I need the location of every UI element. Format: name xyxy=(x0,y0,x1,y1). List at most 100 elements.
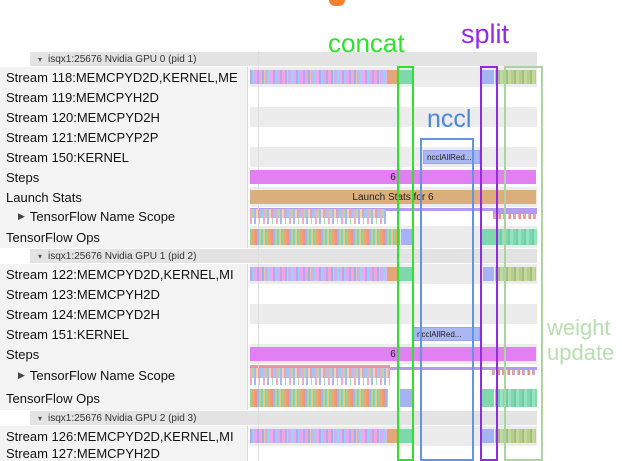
row-label-tf-ops-gpu0: TensorFlow Ops xyxy=(0,226,248,248)
name-scope-flame-drips[interactable] xyxy=(250,378,390,385)
track-name-scope-gpu0[interactable] xyxy=(250,207,537,226)
row-label-stream-122: Stream 122:MEMCPYD2D,KERNEL,MI xyxy=(0,264,248,284)
group-header-gpu1-label: isqx1:25676 Nvidia GPU 1 (pid 2) xyxy=(48,250,197,262)
weight-update-events[interactable] xyxy=(495,267,536,281)
row-stream-126: Stream 126:MEMCPYD2D,KERNEL,MI xyxy=(0,426,622,446)
split-event[interactable] xyxy=(483,267,494,281)
name-scope-top-bar[interactable] xyxy=(250,367,537,370)
track-stream-119[interactable] xyxy=(250,87,537,107)
step-6-bar[interactable]: 6 xyxy=(250,170,536,184)
track-stream-151[interactable]: ncclAllRed... xyxy=(250,324,537,344)
group-header-gpu2[interactable]: ▾ isqx1:25676 Nvidia GPU 2 (pid 3) xyxy=(0,410,622,426)
launch-stats-bar[interactable]: Launch Stats for 6 xyxy=(250,190,536,204)
row-label-name-scope-gpu1: ▶ TensorFlow Name Scope xyxy=(0,364,248,386)
name-scope-label-text: TensorFlow Name Scope xyxy=(29,209,176,224)
tf-op-concat-event[interactable] xyxy=(400,389,412,407)
name-scope-flame[interactable] xyxy=(250,368,390,378)
row-label-stream-151: Stream 151:KERNEL xyxy=(0,324,248,344)
name-scope-right-ticks[interactable] xyxy=(492,370,537,375)
tf-op-weight-update-events[interactable] xyxy=(497,229,537,245)
kernel-events-strip[interactable] xyxy=(250,429,387,443)
memcpy-event[interactable] xyxy=(387,429,398,443)
split-annotation-label: split xyxy=(461,19,510,49)
track-stream-122[interactable] xyxy=(250,264,537,284)
tf-op-weight-update-events[interactable] xyxy=(495,389,537,407)
track-stream-123[interactable] xyxy=(250,284,537,304)
row-label-stream-119: Stream 119:MEMCPYH2D xyxy=(0,87,248,107)
row-stream-123: Stream 123:MEMCPYH2D xyxy=(0,284,622,304)
step-6-bar[interactable]: 6 xyxy=(250,347,536,361)
name-scope-flame-drips[interactable] xyxy=(250,218,386,224)
track-stream-121[interactable] xyxy=(250,127,537,147)
row-stream-127: Stream 127:MEMCPYH2D xyxy=(0,446,622,461)
weight-update-events[interactable] xyxy=(495,429,536,443)
split-event[interactable] xyxy=(482,429,494,443)
row-label-stream-121: Stream 121:MEMCPYP2P xyxy=(0,127,248,147)
row-name-scope-gpu1: ▶ TensorFlow Name Scope xyxy=(0,364,622,386)
row-label-stream-124: Stream 124:MEMCPYD2H xyxy=(0,304,248,324)
track-tf-ops-gpu1[interactable] xyxy=(250,386,537,410)
name-scope-right-ticks[interactable] xyxy=(493,214,537,219)
row-stream-118: Stream 118:MEMCPYD2D,KERNEL,ME xyxy=(0,67,622,87)
row-stream-151: Stream 151:KERNEL ncclAllRed... xyxy=(0,324,622,344)
track-stream-118[interactable] xyxy=(250,67,537,87)
row-label-stream-127: Stream 127:MEMCPYH2D xyxy=(0,446,248,461)
expand-icon[interactable]: ▶ xyxy=(18,369,25,380)
split-event[interactable] xyxy=(482,70,494,84)
track-name-scope-gpu1[interactable] xyxy=(250,364,537,386)
track-stream-126[interactable] xyxy=(250,426,537,446)
row-stream-124: Stream 124:MEMCPYD2H xyxy=(0,304,622,324)
group-header-gpu2-label: isqx1:25676 Nvidia GPU 2 (pid 3) xyxy=(48,412,197,424)
row-label-name-scope-gpu0: ▶ TensorFlow Name Scope xyxy=(0,207,248,226)
row-name-scope-gpu0: ▶ TensorFlow Name Scope xyxy=(0,207,622,226)
kernel-events-strip[interactable] xyxy=(250,70,387,84)
row-label-stream-123: Stream 123:MEMCPYH2D xyxy=(0,284,248,304)
memcpy-event[interactable] xyxy=(387,70,398,84)
concat-event[interactable] xyxy=(398,70,414,84)
concat-event[interactable] xyxy=(398,429,413,443)
name-scope-salmon-bar[interactable] xyxy=(250,365,390,367)
row-tf-ops-gpu0: TensorFlow Ops xyxy=(0,226,622,248)
row-steps-gpu1: Steps 6 xyxy=(0,344,622,364)
row-stream-119: Stream 119:MEMCPYH2D xyxy=(0,87,622,107)
tf-ops-strip[interactable] xyxy=(250,389,388,407)
row-stream-120: Stream 120:MEMCPYD2H xyxy=(0,107,622,127)
name-scope-label-text: TensorFlow Name Scope xyxy=(29,367,176,383)
track-steps-gpu0[interactable]: 6 xyxy=(250,167,537,187)
tf-op-split-event[interactable] xyxy=(482,229,497,245)
weight-update-events[interactable] xyxy=(495,70,536,84)
track-steps-gpu1[interactable]: 6 xyxy=(250,344,537,364)
name-scope-top-bar[interactable] xyxy=(250,208,537,211)
group-header-gpu0[interactable]: ▾ isqx1:25676 Nvidia GPU 0 (pid 1) xyxy=(0,51,622,67)
collapse-icon[interactable]: ▾ xyxy=(38,413,43,423)
row-label-stream-126: Stream 126:MEMCPYD2D,KERNEL,MI xyxy=(0,426,248,446)
row-tf-ops-gpu1: TensorFlow Ops xyxy=(0,386,622,410)
tf-ops-strip[interactable] xyxy=(250,229,400,245)
name-scope-right-bar[interactable] xyxy=(493,208,537,214)
track-stream-150[interactable]: ncclAllRed... xyxy=(250,147,537,167)
row-label-steps-gpu0: Steps xyxy=(0,167,248,187)
group-header-gpu0-label: isqx1:25676 Nvidia GPU 0 (pid 1) xyxy=(48,53,197,65)
row-label-launch-stats: Launch Stats xyxy=(0,187,248,207)
expand-icon[interactable]: ▶ xyxy=(18,211,25,221)
collapse-icon[interactable]: ▾ xyxy=(38,54,43,64)
track-launch-stats[interactable]: Launch Stats for 6 xyxy=(250,187,537,207)
row-label-stream-150: Stream 150:KERNEL xyxy=(0,147,248,167)
track-stream-127[interactable] xyxy=(250,446,537,461)
row-launch-stats: Launch Stats Launch Stats for 6 xyxy=(0,187,622,207)
name-scope-flame[interactable] xyxy=(250,209,386,218)
row-label-steps-gpu1: Steps xyxy=(0,344,248,364)
tf-op-concat-event[interactable] xyxy=(401,229,413,245)
group-header-gpu1[interactable]: ▾ isqx1:25676 Nvidia GPU 1 (pid 2) xyxy=(0,248,622,264)
track-stream-120[interactable] xyxy=(250,107,537,127)
nccl-allreduce-event[interactable]: ncclAllRed... xyxy=(423,150,480,164)
tf-op-split-event[interactable] xyxy=(482,389,494,407)
concat-event[interactable] xyxy=(399,267,414,281)
memcpy-event[interactable] xyxy=(387,267,399,281)
track-stream-124[interactable] xyxy=(250,304,537,324)
track-tf-ops-gpu0[interactable] xyxy=(250,226,537,248)
nccl-allreduce-event[interactable]: ncclAllRed... xyxy=(413,327,480,341)
collapse-icon[interactable]: ▾ xyxy=(38,251,43,261)
kernel-events-strip[interactable] xyxy=(250,267,387,281)
